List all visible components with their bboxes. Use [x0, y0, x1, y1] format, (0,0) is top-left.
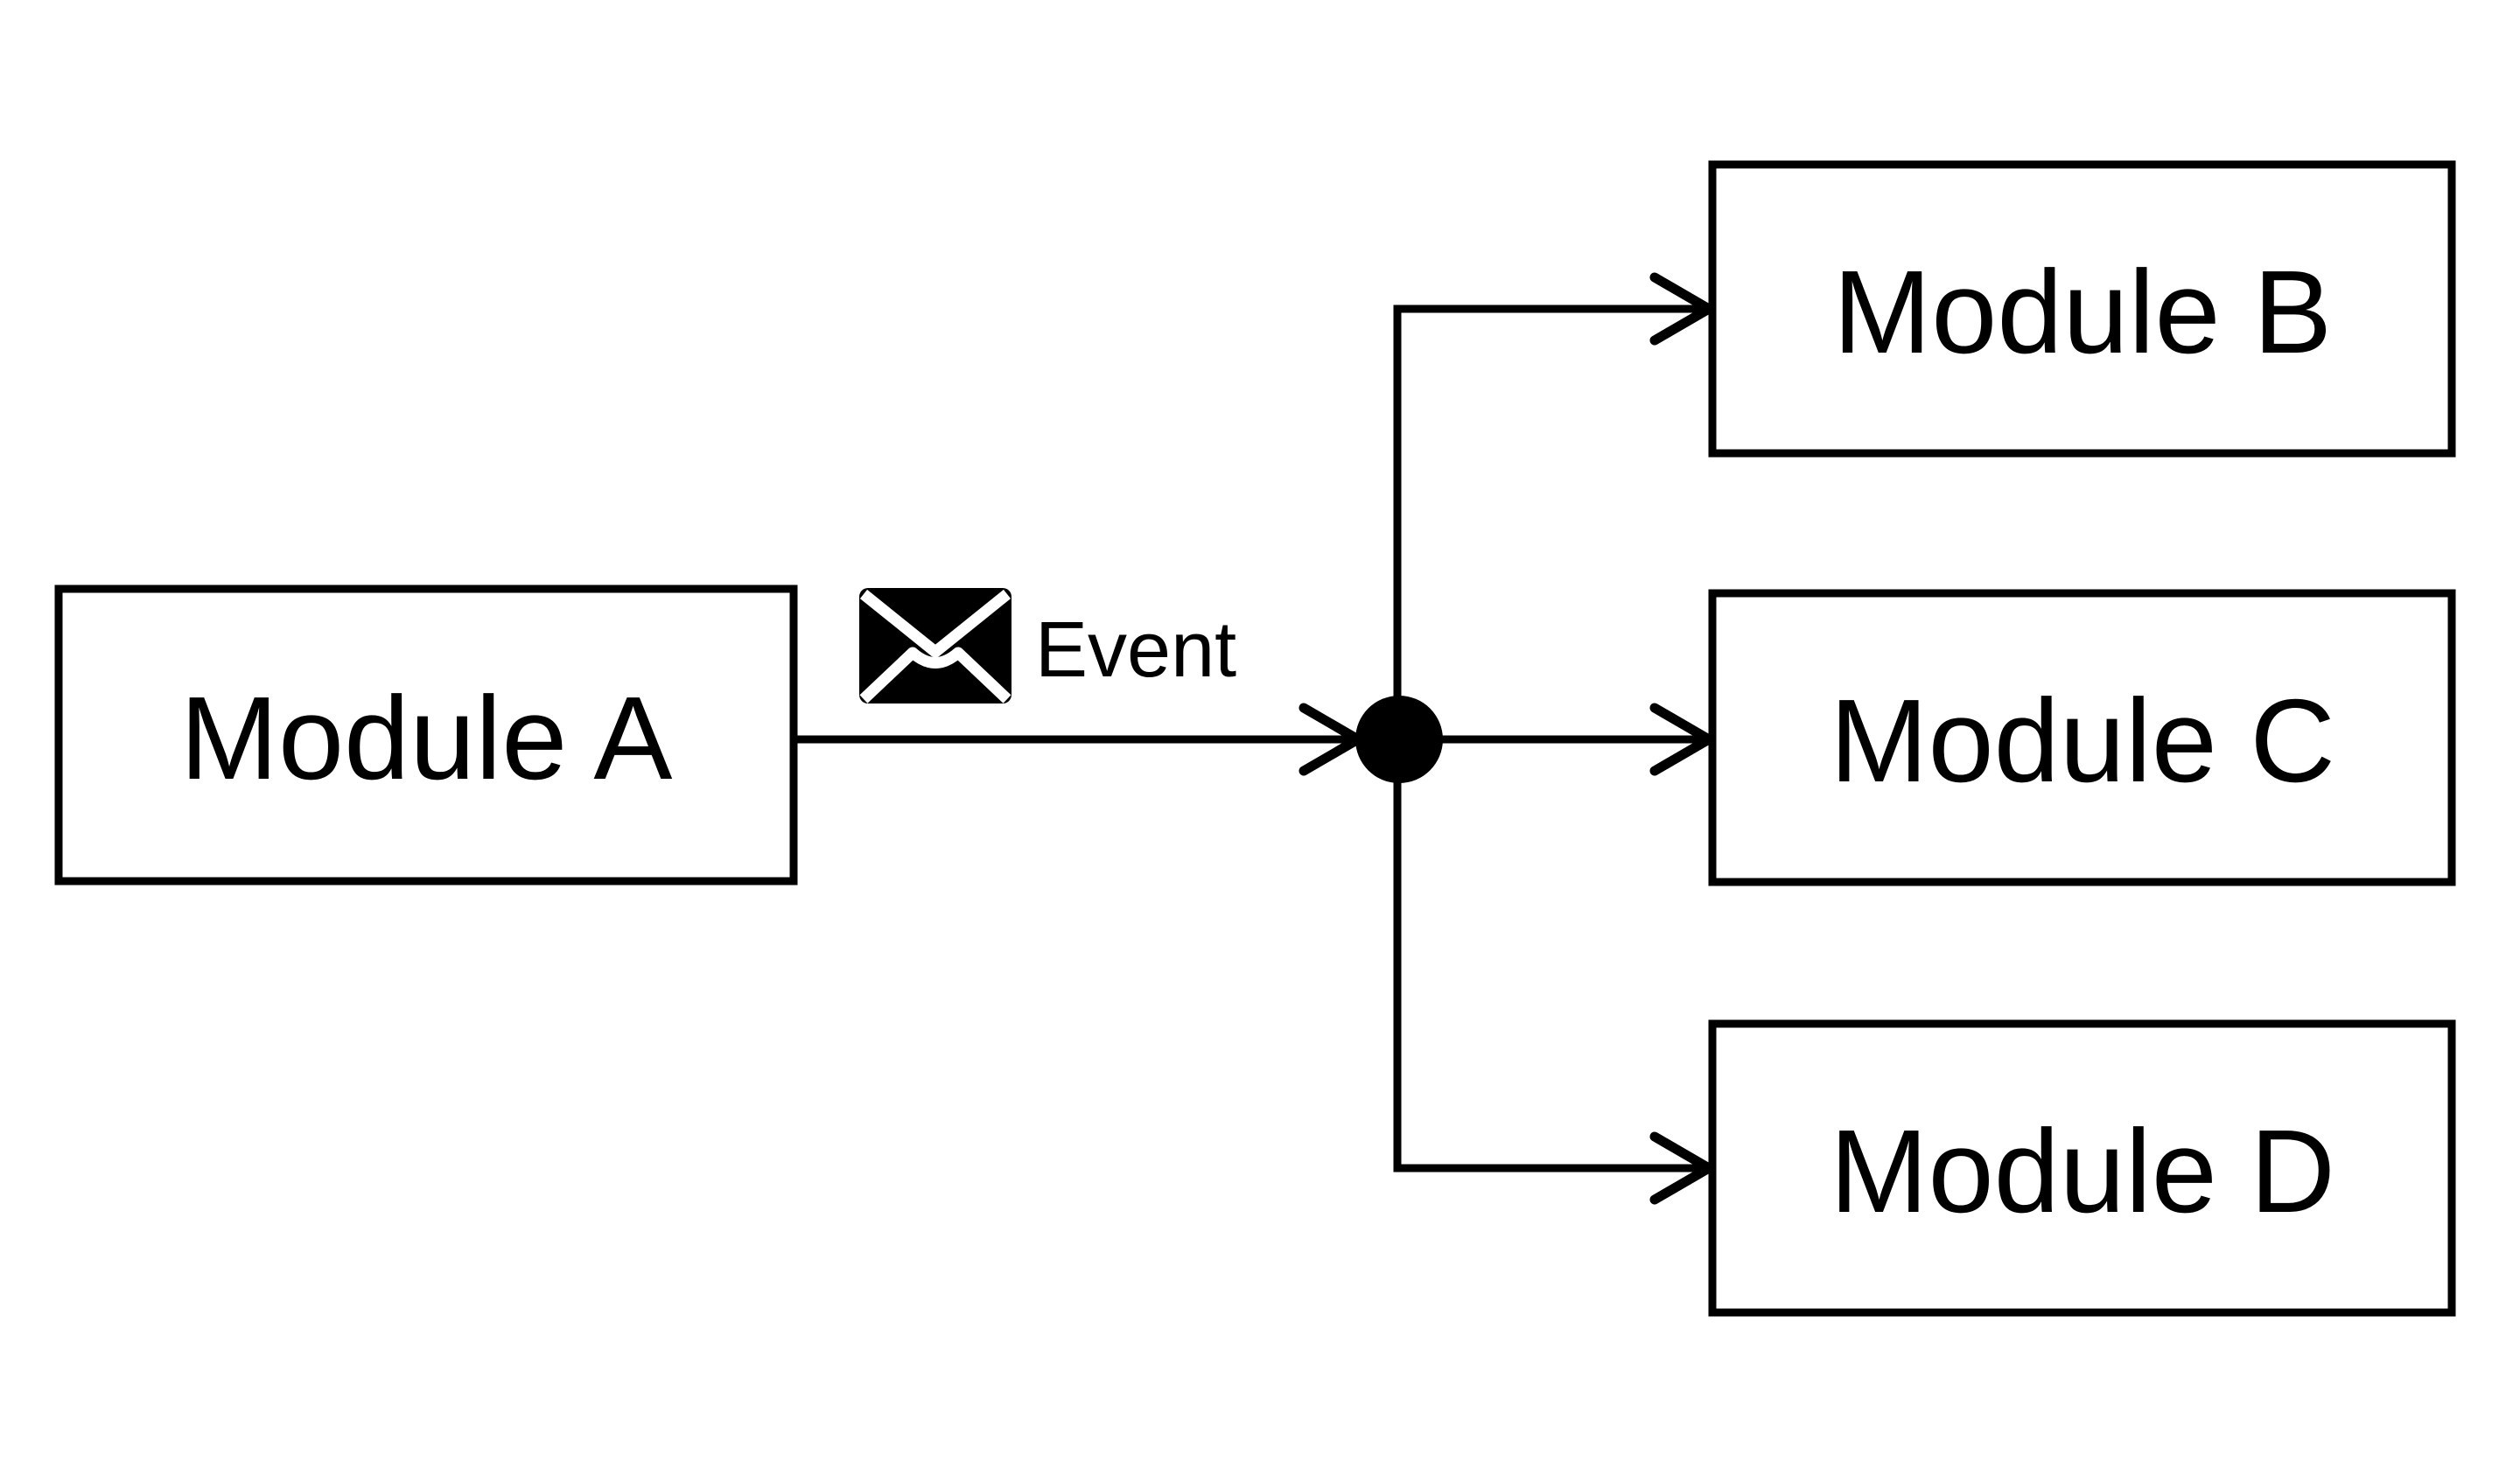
module-a-label: Module A	[180, 672, 673, 804]
node-module-b: Module B	[1708, 160, 2456, 458]
module-d-box	[1708, 1019, 2456, 1317]
node-module-d: Module D	[1708, 1019, 2456, 1317]
event-edge-label: Event	[1035, 606, 1236, 694]
module-b-label: Module B	[1833, 246, 2332, 378]
envelope-icon	[859, 588, 1012, 704]
node-module-c: Module C	[1708, 589, 2456, 886]
module-d-label: Module D	[1830, 1105, 2335, 1237]
node-module-a: Module A	[54, 584, 798, 886]
module-a-box	[54, 584, 798, 886]
module-c-label: Module C	[1830, 675, 2335, 807]
junction-dot	[1355, 696, 1443, 783]
module-c-box	[1708, 589, 2456, 886]
module-b-box	[1708, 160, 2456, 458]
